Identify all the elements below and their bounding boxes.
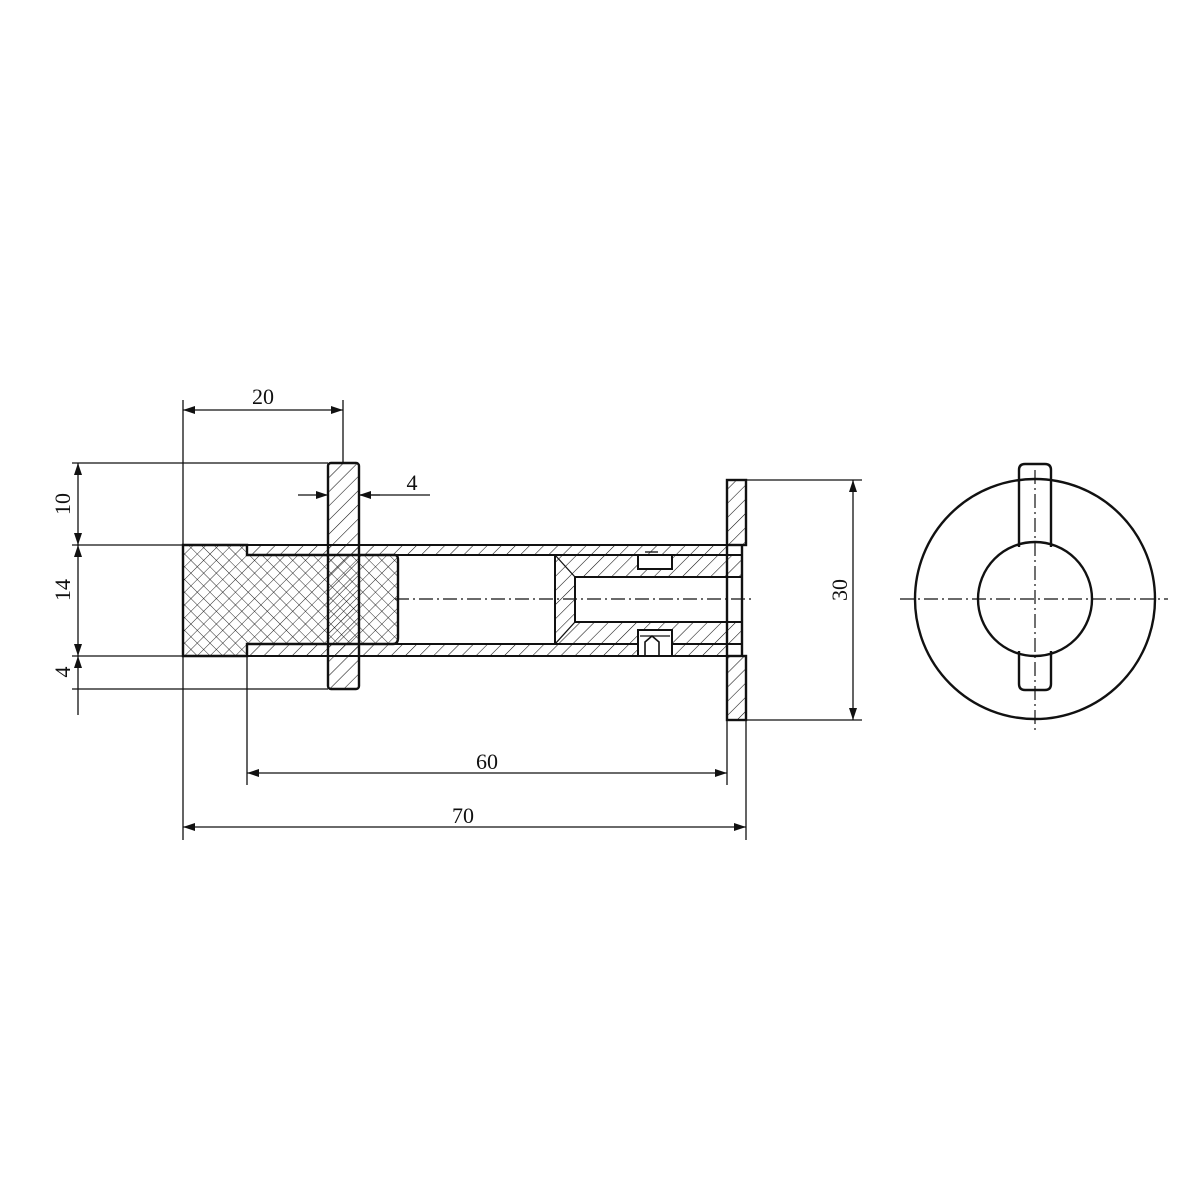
dim-body-diameter: 14	[50, 579, 75, 601]
cross-pin	[326, 461, 361, 691]
dim-body-length: 60	[476, 749, 498, 774]
dim-cap-height: 10	[50, 493, 75, 515]
dim-rose-diameter: 30	[827, 579, 852, 601]
front-pin	[1017, 462, 1053, 692]
wall-rose	[725, 478, 748, 722]
set-screw-bottom	[637, 629, 673, 657]
front-view	[900, 462, 1168, 730]
dimensions: 20 4 10 14 4 60 70 30	[50, 384, 862, 840]
knob-section	[181, 543, 400, 658]
dim-rose-height-below: 4	[50, 667, 75, 678]
side-section-view	[181, 461, 755, 722]
set-screw-top	[637, 551, 673, 570]
dim-rod-thickness: 4	[407, 470, 418, 495]
dim-total-length: 70	[452, 803, 474, 828]
dim-knob-length: 20	[252, 384, 274, 409]
